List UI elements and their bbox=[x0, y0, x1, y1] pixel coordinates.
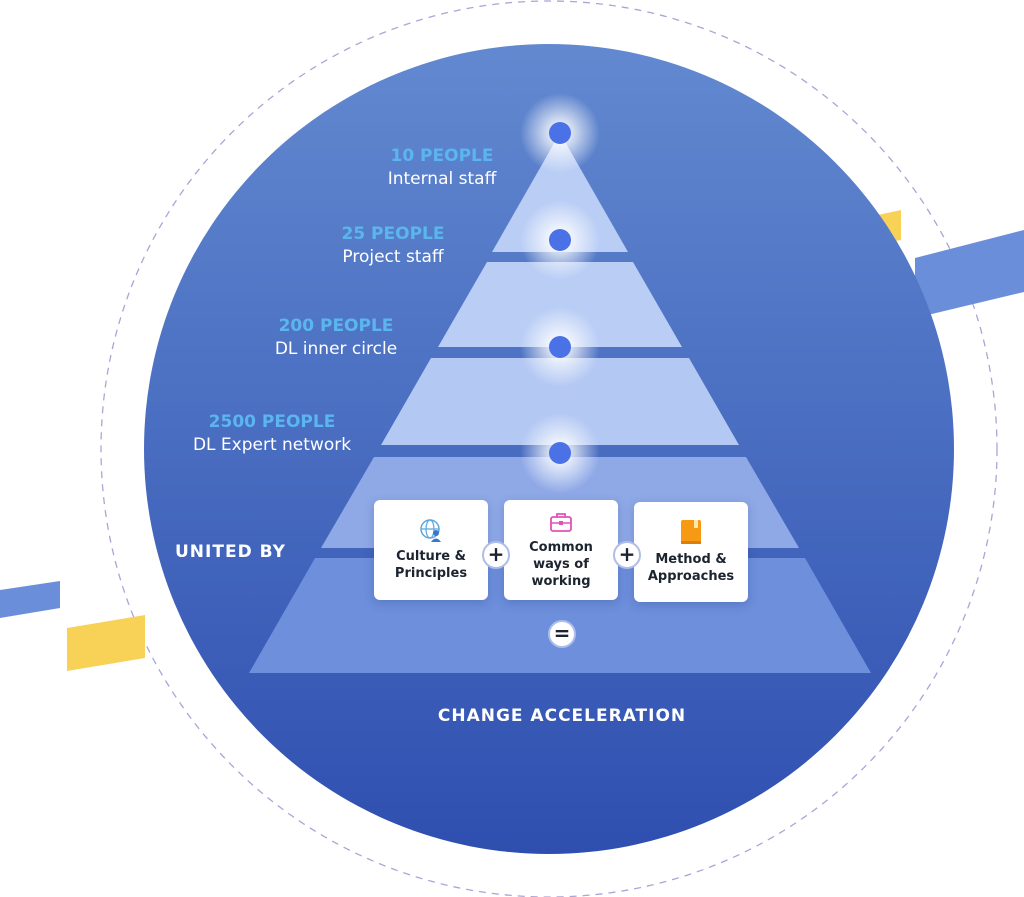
tier-label-3: 200 PEOPLE DL inner circle bbox=[256, 316, 416, 359]
yellow-accent-left bbox=[67, 615, 145, 671]
blue-accent bbox=[915, 230, 1024, 318]
tier-dots bbox=[520, 93, 600, 493]
card-culture-principles: Culture & Principles bbox=[374, 500, 488, 600]
card-label: Common ways of working bbox=[529, 539, 593, 589]
globe-people-icon bbox=[420, 519, 441, 542]
united-by-label: UNITED BY bbox=[175, 542, 286, 562]
tier-count: 10 PEOPLE bbox=[390, 146, 494, 166]
card-method-approaches: Method & Approaches bbox=[634, 502, 748, 602]
briefcase-icon bbox=[550, 512, 572, 532]
blue-accent-left bbox=[0, 581, 60, 618]
card-common-ways: Common ways of working bbox=[504, 500, 618, 600]
tier-dot bbox=[549, 442, 571, 464]
tier-role: DL inner circle bbox=[274, 339, 398, 359]
pyramid-tier-3 bbox=[381, 358, 739, 445]
tier-label-2: 25 PEOPLE Project staff bbox=[323, 224, 463, 267]
result-label: CHANGE ACCELERATION bbox=[437, 706, 687, 726]
equals-icon: = bbox=[548, 620, 576, 648]
dashed-orbit bbox=[100, 0, 998, 897]
tier-dot bbox=[549, 229, 571, 251]
tier-role: Internal staff bbox=[387, 169, 497, 189]
plus-icon: + bbox=[613, 541, 641, 569]
card-label: Culture & Principles bbox=[394, 549, 468, 581]
tier-label-1: 10 PEOPLE Internal staff bbox=[372, 146, 512, 189]
tier-role: DL Expert network bbox=[192, 435, 352, 455]
tier-count: 25 PEOPLE bbox=[341, 224, 445, 244]
pyramid-tier-2 bbox=[438, 262, 682, 347]
tier-label-4: 2500 PEOPLE DL Expert network bbox=[182, 412, 362, 455]
tier-dot bbox=[549, 336, 571, 358]
tier-count: 200 PEOPLE bbox=[278, 316, 394, 336]
tier-count: 2500 PEOPLE bbox=[208, 412, 336, 432]
card-label: Method & Approaches bbox=[647, 552, 735, 584]
plus-icon: + bbox=[482, 541, 510, 569]
tier-role: Project staff bbox=[342, 247, 444, 267]
book-icon bbox=[681, 520, 701, 544]
tier-dot bbox=[549, 122, 571, 144]
